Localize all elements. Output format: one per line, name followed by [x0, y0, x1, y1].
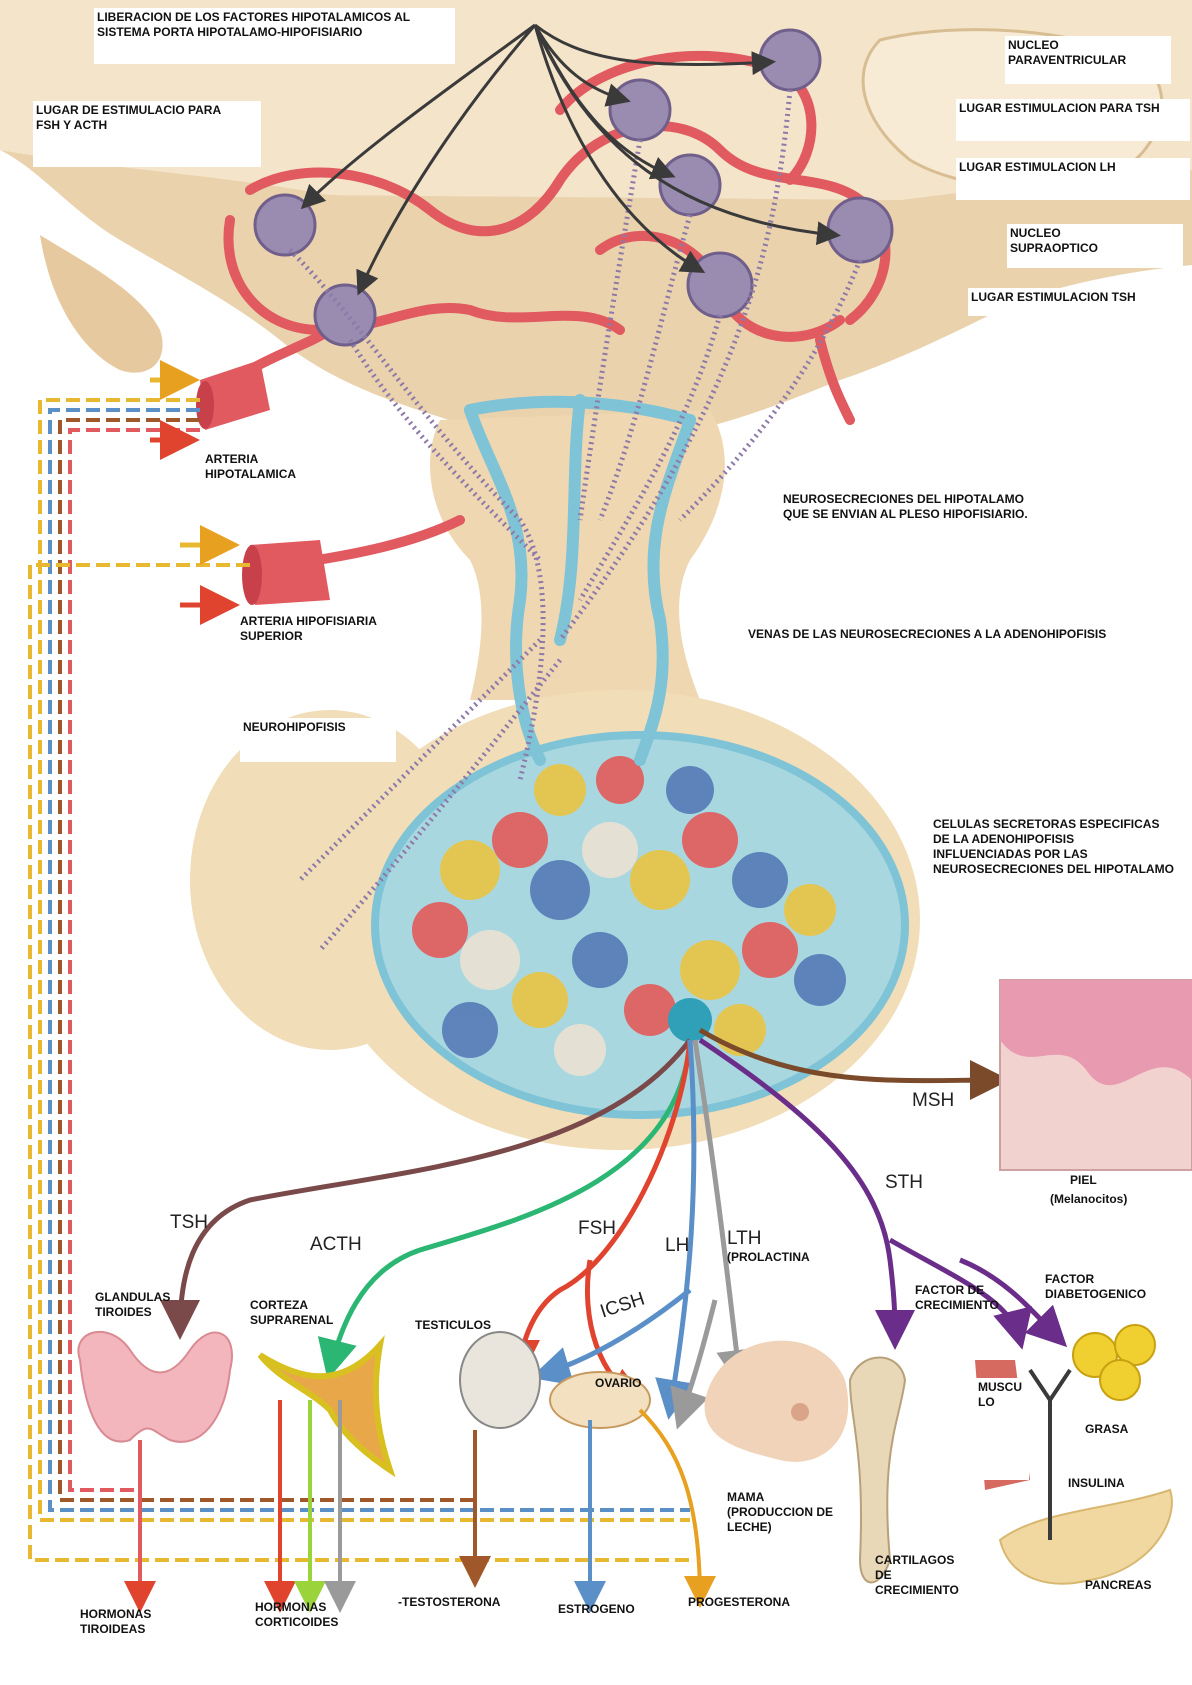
circulation-lines [28, 398, 690, 1562]
skin-epidermis [1000, 980, 1192, 1086]
ovary-label: OVARIO [595, 1376, 642, 1390]
sth-path [698, 1037, 915, 1350]
thyroid-label: GLANDULAS TIROIDES [95, 1290, 171, 1319]
pancreas-label: PANCREAS [1085, 1578, 1152, 1592]
stimulation-site-lh-label: LUGAR ESTIMULACION LH [956, 158, 1190, 200]
testosterone-label: -TESTOSTERONA [398, 1595, 501, 1609]
superior-hypophyseal-artery-label: ARTERIA HIPOFISIARIA SUPERIOR [240, 614, 377, 643]
melanocytes-label: (Melanocitos) [1050, 1192, 1128, 1206]
muscle-label: MUSCU LO [975, 1378, 1029, 1480]
release-factors-label: LIBERACION DE LOS FACTORES HIPOTALAMICOS… [94, 8, 455, 64]
acth-label: ACTH [310, 1234, 362, 1255]
lh-path [655, 1039, 697, 1420]
stimulation-site-tsh-2-label: LUGAR ESTIMULACION TSH [968, 288, 1190, 316]
msh-label: MSH [912, 1090, 955, 1111]
tsh-label: TSH [170, 1212, 208, 1233]
lth-label: LTH [727, 1228, 762, 1249]
product-arrows [124, 1400, 716, 1613]
lth-path [692, 1039, 757, 1390]
nerve-fibers [288, 89, 863, 952]
sth-diabetogenic [888, 1237, 1033, 1350]
ovary [549, 1371, 651, 1429]
nipple [791, 1403, 809, 1421]
testis [459, 1331, 541, 1429]
hypothalamic-artery-label: ARTERIA HIPOTALAMICA [205, 452, 297, 481]
superior-hypophyseal-artery-end [242, 545, 262, 605]
estrogen-label: ESTROGENO [558, 1602, 635, 1616]
secretory-cells-label: CELULAS SECRETORAS ESPECIFICAS DE LA ADE… [930, 815, 1191, 879]
fat-label: GRASA [1085, 1422, 1129, 1436]
acth-path [317, 1039, 693, 1380]
supraoptic-nucleus-label: NUCLEO SUPRAOPTICO [1007, 224, 1183, 268]
superior-hypophyseal-artery [250, 540, 330, 605]
thyroid [77, 1331, 233, 1443]
pancreas [998, 1488, 1173, 1585]
lth-branch [670, 1299, 718, 1430]
diabetogenic-factor-label: FACTOR DIABETOGENICO [1045, 1272, 1147, 1301]
breast [704, 1340, 849, 1462]
breast-label: MAMA (PRODUCCION DE LECHE) [727, 1490, 834, 1534]
thyroid-hormones-label: HORMONAS TIROIDEAS [80, 1607, 152, 1636]
testes-label: TESTICULOS [415, 1318, 492, 1332]
insulin-path [1028, 1368, 1072, 1540]
tsh-path [160, 1038, 692, 1340]
left-fold [40, 235, 163, 373]
sth-label: STH [885, 1172, 923, 1193]
secretory-cells [412, 756, 846, 1076]
fat-cells [1072, 1324, 1156, 1401]
bone [848, 1356, 907, 1584]
paraventricular-nucleus-label: NUCLEO PARAVENTRICULAR [1005, 36, 1171, 84]
hormone-pathways [160, 1027, 1068, 1430]
growth-factor-label: FACTOR DE CRECIMIENTO [915, 1283, 999, 1312]
neurosecretions-label: NEUROSECRECIONES DEL HIPOTALAMO QUE SE E… [780, 490, 1086, 524]
insulin-label: INSULINA [1068, 1476, 1125, 1490]
sth-fat [959, 1257, 1068, 1348]
skin-label: PIEL [1070, 1173, 1097, 1187]
msh-path [698, 1027, 1010, 1101]
prolactina-label: (PROLACTINA [727, 1250, 810, 1264]
corticoid-hormones-label: HORMONAS CORTICOIDES [255, 1600, 339, 1629]
icsh-path [530, 1288, 692, 1386]
adrenal [257, 1335, 396, 1478]
stimulation-site-fsh-acth-label: LUGAR DE ESTIMULACIO PARA FSH Y ACTH [33, 101, 261, 167]
progesterone-label: PROGESTERONA [688, 1595, 791, 1609]
lh-label: LH [665, 1235, 690, 1256]
neurohypophysis-label: NEUROHIPOFISIS [240, 718, 396, 762]
portal-veins-label: VENAS DE LAS NEUROSECRECIONES A LA ADENO… [745, 625, 1191, 675]
growth-cartilage-label: CARTILAGOS DE CRECIMIENTO [875, 1553, 959, 1597]
hypothalamic-artery [200, 360, 270, 430]
release-arrows [300, 23, 841, 296]
adrenal-cortex-label: CORTEZA SUPRARENAL [250, 1298, 334, 1327]
fsh-label: FSH [578, 1218, 616, 1239]
stimulation-site-tsh-label: LUGAR ESTIMULACION PARA TSH [956, 99, 1190, 141]
hypothalamic-artery-end [196, 381, 214, 429]
